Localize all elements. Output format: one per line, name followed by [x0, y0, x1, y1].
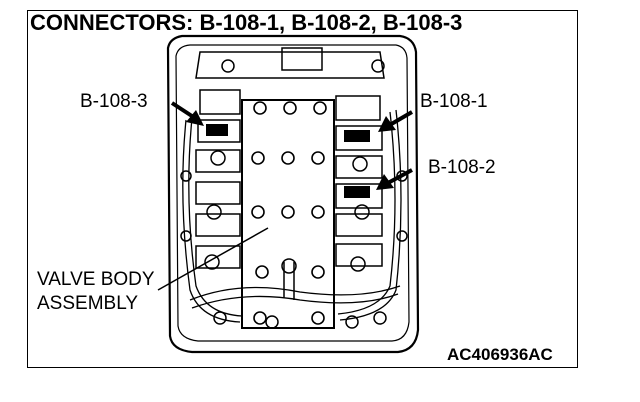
page-title: CONNECTORS: B-108-1, B-108-2, B-108-3	[30, 10, 463, 35]
figure-id: AC406936AC	[447, 345, 553, 364]
valve-body-leader-line	[157, 227, 269, 291]
label-valve-body-line1: VALVE BODY	[37, 269, 155, 290]
callout-arrow-b108-2	[376, 168, 413, 190]
callout-arrow-b108-3	[170, 101, 204, 126]
label-b108-1: B-108-1	[420, 91, 488, 112]
callout-arrow-b108-1	[378, 110, 414, 132]
label-valve-body-line2: ASSEMBLY	[37, 293, 139, 314]
label-b108-3: B-108-3	[80, 91, 148, 112]
label-b108-2: B-108-2	[428, 157, 496, 178]
